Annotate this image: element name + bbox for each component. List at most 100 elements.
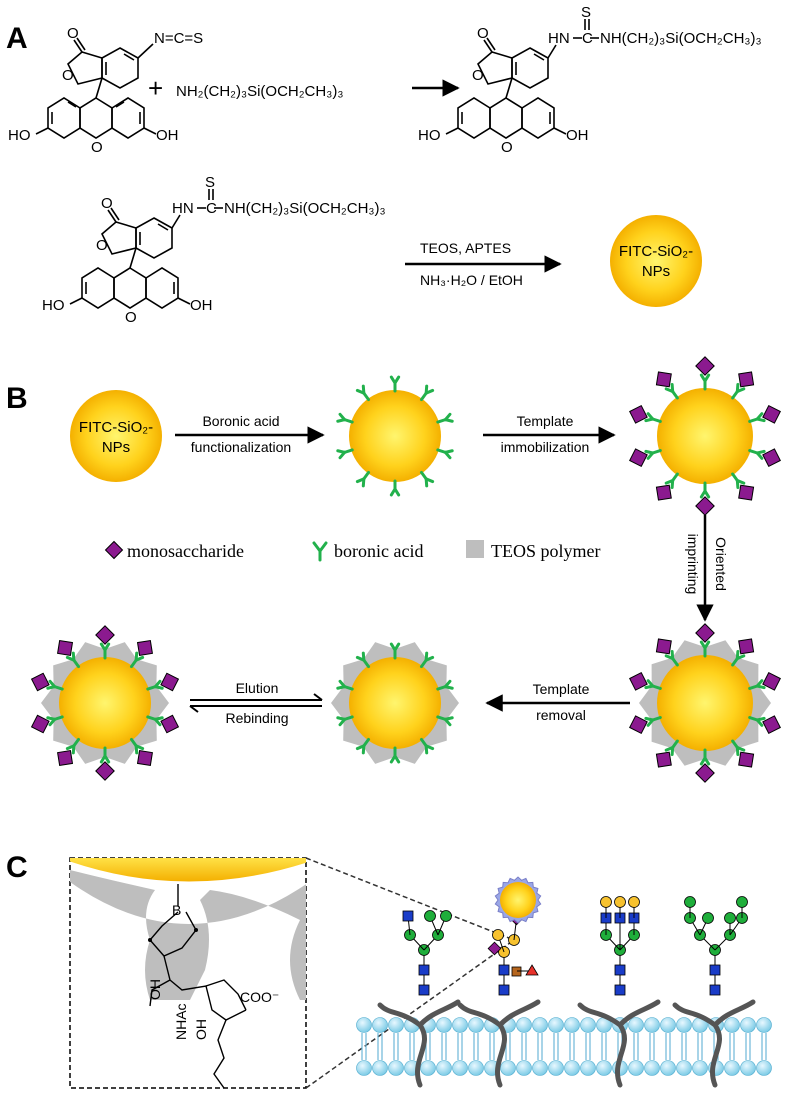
lipid-head [356, 1017, 372, 1033]
lipid-head [436, 1060, 452, 1076]
np-core [59, 657, 151, 749]
callout-line-bottom [305, 939, 515, 1089]
lipid-head [372, 1060, 388, 1076]
monosaccharide [738, 751, 755, 768]
boronic-acid-ligand [748, 716, 766, 727]
lipid-head [356, 1060, 372, 1076]
carboxylate: COO⁻ [240, 989, 279, 1005]
glcnac-square [614, 984, 626, 996]
silane-chain: NH(CH₂)₃Si(OCH₂CH₃)₃ [600, 30, 762, 47]
boronic-acid-ligand [336, 448, 354, 460]
xanthene-o-2: O [501, 139, 513, 156]
lipid-head [516, 1060, 532, 1076]
lipid-head [580, 1060, 596, 1076]
glycoprotein-chain [457, 999, 541, 1088]
panel-label-a: A [6, 22, 28, 55]
hydroxyl-c1: OH [147, 979, 163, 1000]
monosaccharide [655, 751, 672, 768]
lipid-head [436, 1017, 452, 1033]
hexose-circle [724, 912, 736, 924]
template-immobilized-np [629, 356, 781, 516]
carbonyl-o: O [67, 25, 79, 42]
np-core [657, 655, 753, 751]
boronic-acid-ligand [664, 383, 679, 400]
step5-label-bottom: Rebinding [225, 710, 288, 726]
monosaccharide [629, 671, 648, 691]
monosaccharide [160, 672, 180, 692]
lipid-head [420, 1060, 436, 1076]
boronic-acid-ligand [389, 375, 401, 393]
thiourea-s: S [581, 4, 591, 21]
monosaccharide [30, 714, 50, 734]
boronic-acid-ligand [748, 449, 766, 460]
thiourea-hn-2: HN [172, 200, 194, 217]
hexose-circle [440, 910, 452, 922]
lipid-head [516, 1017, 532, 1033]
lipid-head [724, 1017, 740, 1033]
lipid-head [372, 1017, 388, 1033]
carbonyl-o-3: O [101, 195, 113, 212]
lipid-head [628, 1060, 644, 1076]
monosaccharide [136, 750, 153, 767]
glcnac-square [402, 910, 414, 922]
silane-chain-2: NH(CH₂)₃Si(OCH₂CH₃)₃ [224, 200, 386, 217]
step1-label-bottom: functionalization [191, 439, 291, 455]
lipid-head [580, 1017, 596, 1033]
lipid-head [548, 1017, 564, 1033]
boronic-acid-ligand [336, 679, 354, 691]
boronic-acid-ligand [46, 715, 64, 727]
boronic-acid-ligand [436, 448, 454, 460]
monosaccharide [95, 761, 115, 781]
boronic-acid-ligand [419, 651, 435, 669]
lipid-head [756, 1017, 772, 1033]
monosaccharide [695, 356, 715, 376]
boronic-acid-ligand [419, 384, 435, 402]
boronic-acid-ligand [664, 472, 679, 489]
lipid-head [548, 1060, 564, 1076]
lipid-head [756, 1060, 772, 1076]
step5-label-top: Elution [236, 680, 279, 696]
boronic-acid-ligand [731, 383, 746, 400]
carbonyl-o-2: O [477, 25, 489, 42]
boronic-acid-ligand [129, 737, 145, 755]
boronic-acid-ligand [389, 642, 401, 660]
lipid-head [724, 1060, 740, 1076]
glycoproteins [377, 896, 756, 1088]
step4-label-top: Template [533, 681, 590, 697]
boronic-acid-ligand [699, 748, 711, 766]
lipid-head [660, 1017, 676, 1033]
condition-bottom: NH₃·H₂O / EtOH [420, 272, 523, 288]
lipid-head [452, 1060, 468, 1076]
boron-atom: B [172, 902, 181, 918]
aptes-reagent: NH₂(CH₂)₃Si(OCH₂CH₃)₃ [176, 83, 343, 100]
boronic-acid-ligand [129, 651, 145, 669]
np-core [500, 882, 536, 918]
monosaccharide [695, 496, 715, 516]
hexose-circle [424, 910, 436, 922]
boronic-acid-ligand [389, 479, 401, 497]
thiourea-c: C [582, 30, 593, 47]
step4-label-bottom: removal [536, 707, 586, 723]
boronic-acid-ligand [699, 373, 711, 391]
boronic-acid-ligand [731, 739, 746, 756]
glycoprotein-chain [577, 999, 661, 1088]
hexose-circle [614, 896, 626, 908]
np-core [657, 388, 753, 484]
glcnac-square [709, 984, 721, 996]
xanthene-o-3: O [125, 309, 137, 326]
np-core [349, 657, 441, 749]
step2-label-top: Template [517, 413, 574, 429]
imprinted-np-with-template [629, 623, 781, 783]
step1-label-top: Boronic acid [202, 413, 279, 429]
legend-boronic-swatch [312, 541, 328, 562]
step3-label-bottom: imprinting [685, 534, 701, 595]
boronic-acid-ligand [336, 715, 354, 727]
lipid-head [388, 1017, 404, 1033]
boronic-acid-ligand [65, 737, 81, 755]
boronic-acid-ligand [664, 650, 679, 667]
lactone-o: O [62, 67, 74, 84]
monosaccharide [30, 672, 50, 692]
glcnac-square [709, 964, 721, 976]
boronic-acid-ligand [99, 642, 111, 660]
monosaccharide [629, 448, 648, 468]
